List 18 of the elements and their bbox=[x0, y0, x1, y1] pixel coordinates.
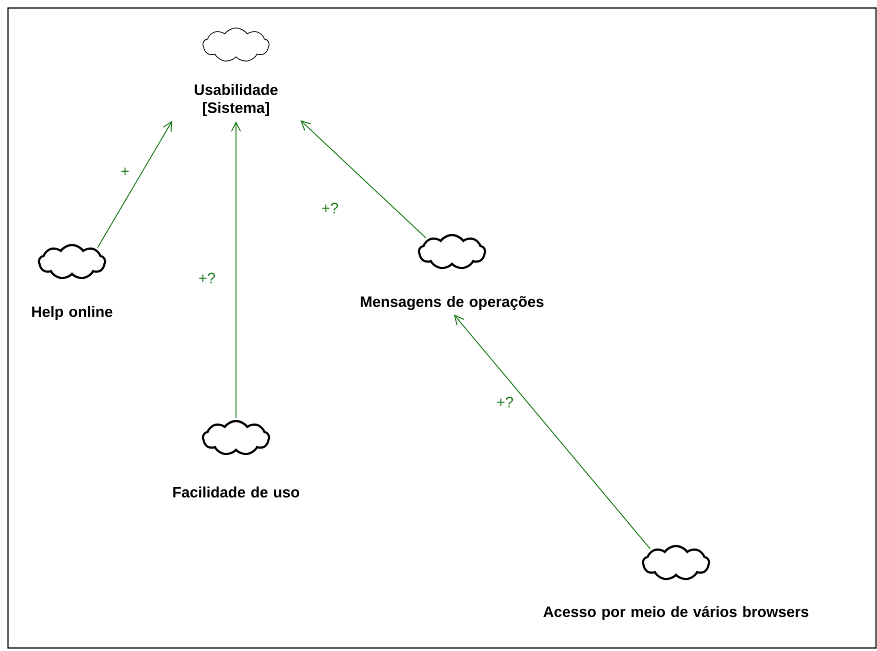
node-label: Mensagens de operações bbox=[360, 296, 544, 310]
node-label: Facilidade de uso bbox=[173, 486, 300, 498]
cloud-node: Acesso por meio de vários browsers bbox=[543, 544, 808, 620]
edge-label: +? bbox=[495, 396, 515, 408]
edge-label: +? bbox=[320, 202, 340, 214]
edge-label: + bbox=[120, 166, 130, 178]
node-label: Usabilidade [Sistema] bbox=[194, 84, 278, 116]
arrow bbox=[231, 121, 241, 418]
node-label: Help online bbox=[32, 306, 112, 320]
edge-label: +? bbox=[197, 272, 217, 284]
arrow bbox=[454, 314, 651, 550]
cloud-node: Mensagens de operações bbox=[360, 234, 544, 310]
cloud-node: Usabilidade [Sistema] bbox=[194, 28, 278, 116]
arrow bbox=[97, 120, 172, 248]
node-label: Acesso por meio de vários browsers bbox=[543, 606, 808, 620]
cloud-node: Help online bbox=[32, 244, 112, 320]
arrow bbox=[300, 120, 426, 238]
cloud-node: Facilidade de uso bbox=[173, 420, 300, 498]
